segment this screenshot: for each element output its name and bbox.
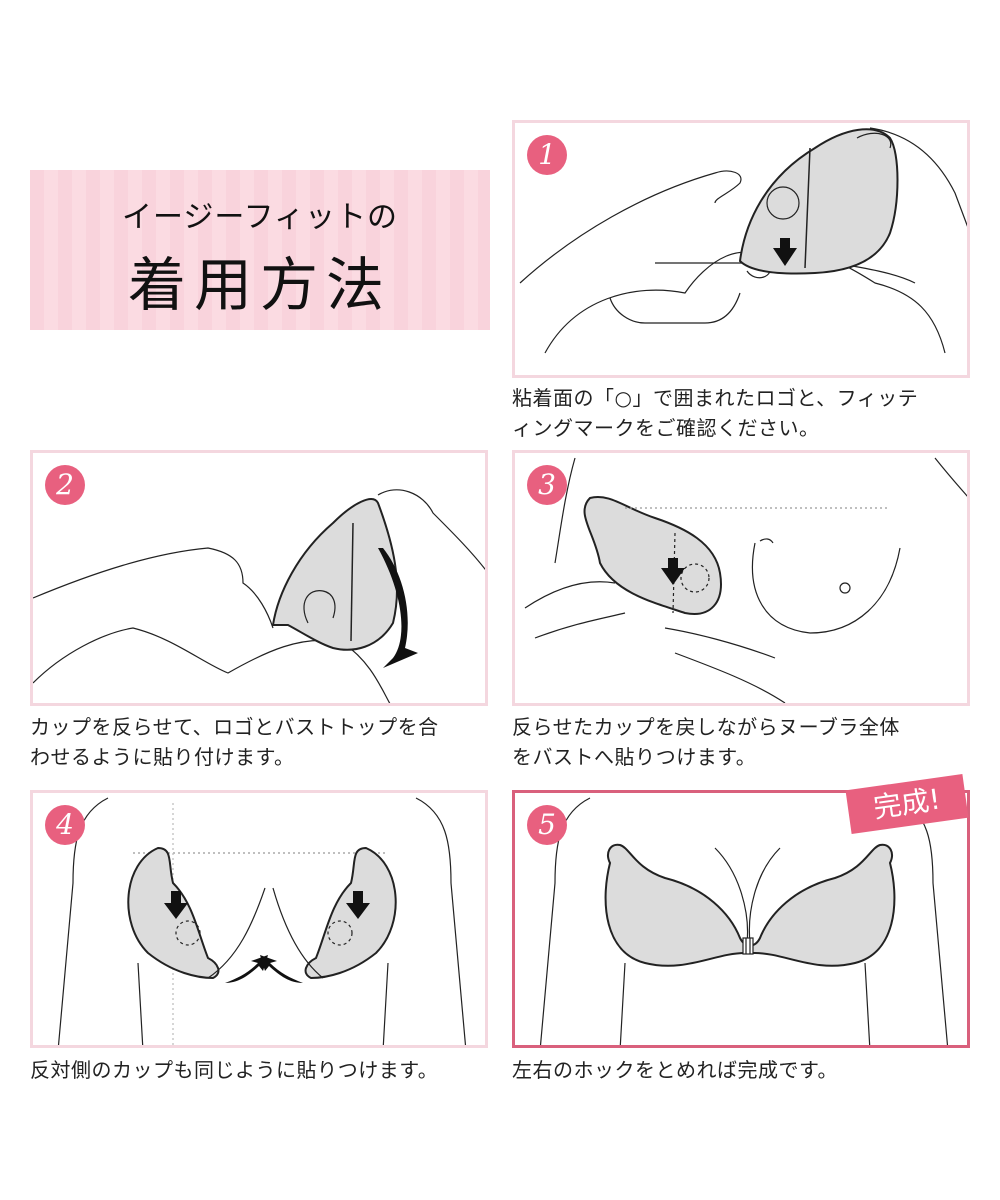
caption-line: わせるように貼り付けます。 [30,745,295,769]
step-2-panel: 2 [30,450,488,706]
step-number-badge: 1 [527,135,567,175]
caption-line: 左右のホックをとめれば完成です。 [512,1058,838,1082]
caption-line: をバストへ貼りつけます。 [512,745,757,769]
step-number-badge: 4 [45,805,85,845]
step-2-illustration [33,489,485,703]
step-number-badge: 5 [527,805,567,845]
step-1-panel: 1 [512,120,970,378]
caption-line: ィングマークをご確認ください。 [512,416,820,440]
step-1-illustration [519,127,967,354]
step-5-panel: 5 [512,790,970,1048]
step-5-illustration [539,797,949,1045]
step-3-illustration [524,457,967,703]
step-5-caption: 左右のホックをとめれば完成です。 [512,1055,972,1085]
caption-line: カップを反らせて、ロゴとバストトップを合 [30,715,439,739]
step-4-caption: 反対側のカップも同じように貼りつけます。 [30,1055,500,1085]
step-3-panel: 3 [512,450,970,706]
step-4-illustration [57,797,467,1045]
page-title: 着用方法 [127,251,392,319]
step-3-caption: 反らせたカップを戻しながらヌーブラ全体 をバストへ貼りつけます。 [512,712,972,772]
title-banner: イージーフィットの 着用方法 [30,170,490,330]
caption-line: 反対側のカップも同じように貼りつけます。 [30,1058,439,1082]
step-number-badge: 2 [45,465,85,505]
title-subtitle: イージーフィットの [122,200,398,235]
caption-line: 粘着面の「○」で囲まれたロゴと、フィッテ [512,386,919,410]
step-4-panel: 4 [30,790,488,1048]
step-number-badge: 3 [527,465,567,505]
step-2-caption: カップを反らせて、ロゴとバストトップを合 わせるように貼り付けます。 [30,712,490,772]
caption-line: 反らせたカップを戻しながらヌーブラ全体 [512,715,900,739]
step-1-caption: 粘着面の「○」で囲まれたロゴと、フィッテ ィングマークをご確認ください。 [512,383,972,443]
